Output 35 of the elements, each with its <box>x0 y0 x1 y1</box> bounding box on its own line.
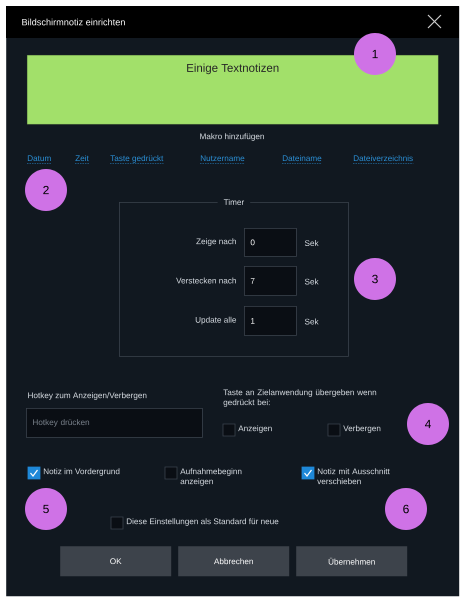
unit-label: Sek <box>304 240 319 246</box>
checkbox-label: Diese Einstellungen als Standard für neue <box>126 518 278 526</box>
link: Nutzername <box>200 155 246 164</box>
field-label: Verstecken nach <box>176 278 236 284</box>
callout-number: 3 <box>354 258 396 300</box>
link: Dateiverzeichnis <box>352 155 414 164</box>
callout-number: 2 <box>25 169 67 211</box>
link: Taste gedrückt <box>110 155 164 164</box>
unit-label: Sek <box>304 278 319 284</box>
link: Zeit <box>74 155 90 164</box>
callout-number: 6 <box>385 488 427 530</box>
dialog-title: Bildschirmnotiz einrichten <box>22 18 125 26</box>
link: Datum <box>26 155 52 164</box>
field-label: Hotkey zum Anzeigen/Verbergen <box>28 392 146 400</box>
callout-number: 5 <box>25 488 67 530</box>
input-field: 7 <box>244 266 297 296</box>
link: Dateiname <box>282 155 322 164</box>
checkbox-label: Anzeigen <box>238 425 272 433</box>
input-field: 0 <box>244 228 297 257</box>
field-label: Update alle <box>196 316 236 324</box>
button: OK <box>60 546 172 576</box>
unit-label: Sek <box>304 318 319 324</box>
checkbox-label: Notiz mit Ausschnitt verschieben <box>317 468 390 484</box>
field-label: Zeige nach <box>196 238 236 246</box>
input-field: 1 <box>244 306 297 336</box>
checkbox-label: Verbergen <box>343 425 380 433</box>
button: Übernehmen <box>296 546 408 576</box>
callout-number: 4 <box>407 403 449 445</box>
button: Abbrechen <box>178 546 290 576</box>
checkbox-label: Aufnahmebeginn anzeigen <box>180 468 242 486</box>
section-label: Makro hinzufügen <box>200 133 264 141</box>
checkbox-label: Notiz im Vordergrund <box>44 468 120 476</box>
input-field: Hotkey drücken <box>26 408 203 438</box>
callout-number: 1 <box>354 33 396 75</box>
instruction-text: Taste an Zielanwendung übergeben wenn gedrückt bei: <box>223 389 376 407</box>
